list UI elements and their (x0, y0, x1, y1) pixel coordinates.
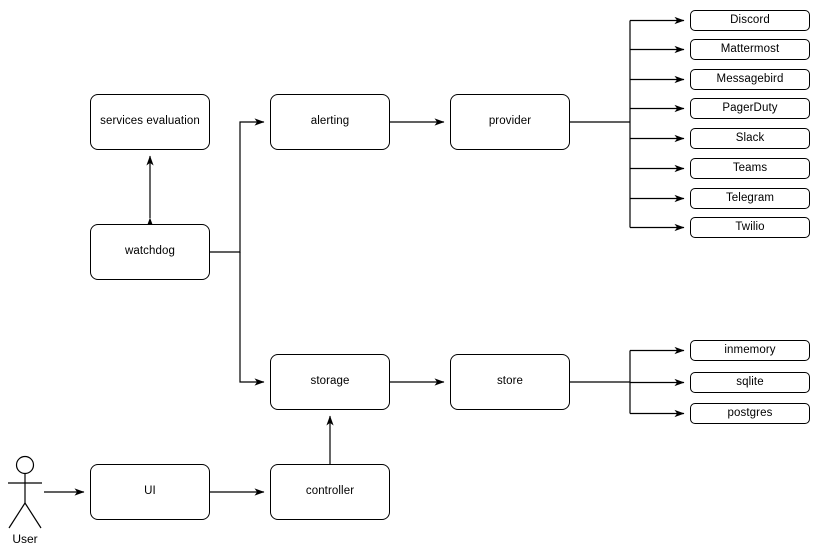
node-services-evaluation[interactable]: services evaluation (90, 94, 210, 150)
user-actor-figure (8, 455, 42, 529)
node-watchdog[interactable]: watchdog (90, 224, 210, 280)
actor-label-user: User (12, 532, 38, 546)
node-provider-teams[interactable]: Teams (690, 158, 810, 179)
node-provider-slack[interactable]: Slack (690, 128, 810, 149)
node-storage[interactable]: storage (270, 354, 390, 410)
node-store[interactable]: store (450, 354, 570, 410)
node-store-postgres[interactable]: postgres (690, 403, 810, 424)
node-ui[interactable]: UI (90, 464, 210, 520)
node-provider-telegram[interactable]: Telegram (690, 188, 810, 209)
edge-watchdog-storage (239, 252, 265, 386)
node-provider-discord[interactable]: Discord (690, 10, 810, 31)
node-provider-pagerduty[interactable]: PagerDuty (690, 98, 810, 119)
edge-watchdog-alerting (210, 118, 265, 253)
node-alerting[interactable]: alerting (270, 94, 390, 150)
node-store-sqlite[interactable]: sqlite (690, 372, 810, 393)
node-provider-messagebird[interactable]: Messagebird (690, 69, 810, 90)
node-store-inmemory[interactable]: inmemory (690, 340, 810, 361)
node-provider[interactable]: provider (450, 94, 570, 150)
node-controller[interactable]: controller (270, 464, 390, 520)
node-provider-mattermost[interactable]: Mattermost (690, 39, 810, 60)
node-provider-twilio[interactable]: Twilio (690, 217, 810, 238)
